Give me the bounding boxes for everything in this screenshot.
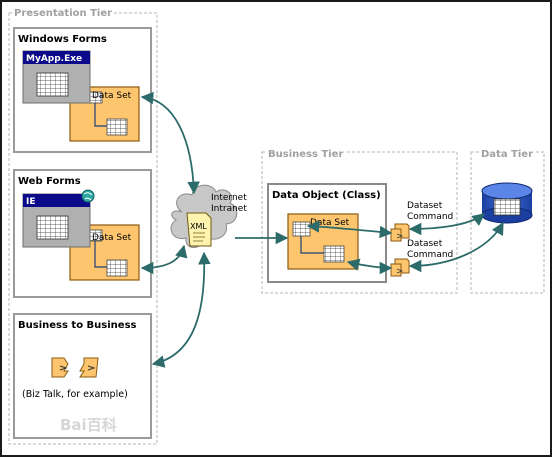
dataset-command-2: Dataset Command — [390, 239, 453, 277]
arrow-dataset-to-command-2 — [346, 258, 393, 275]
myapp-title-bar: MyApp.Exe — [26, 54, 82, 64]
data-object-title: Data Object (Class) — [272, 190, 381, 201]
data-object-box: Data Object (Class) Data Set — [267, 183, 387, 283]
command-2-line2: Command — [407, 250, 453, 260]
arrow-command-2-to-db — [408, 221, 504, 273]
b2b-title: Business to Business — [18, 320, 137, 331]
command-2-line1: Dataset — [407, 239, 443, 249]
database-icon — [481, 182, 533, 224]
arrow-windows-to-cloud — [140, 91, 200, 195]
windows-dataset-label: Data Set — [92, 91, 132, 101]
dataset-command-1: Dataset Command — [390, 201, 453, 242]
windows-forms-title: Windows Forms — [18, 34, 107, 45]
presentation-tier-label: Presentation Tier — [14, 8, 112, 19]
internet-label: Internet — [211, 193, 247, 203]
xml-label: XML — [190, 222, 207, 231]
web-forms-title: Web Forms — [18, 176, 81, 187]
b2b-panel: Business to Business (Biz Talk, for exam… — [13, 313, 152, 439]
intranet-label: Intranet — [211, 204, 247, 214]
connectors — [140, 91, 504, 368]
arrow-b2b-to-cloud — [151, 251, 211, 368]
windows-forms-panel: Windows Forms Data Set MyApp.Exe — [13, 27, 152, 153]
b2b-caption: (Biz Talk, for example) — [22, 389, 128, 400]
globe-icon — [81, 189, 95, 203]
biztalk-icon — [51, 357, 99, 378]
ie-title-bar: IE — [26, 197, 36, 207]
ie-window: IE — [22, 193, 91, 248]
data-tier-label: Data Tier — [481, 149, 533, 160]
myapp-window: MyApp.Exe — [22, 50, 91, 104]
web-dataset: Data Set — [69, 224, 140, 281]
presentation-tier: Presentation Tier — [8, 5, 158, 445]
arrow-dataset-to-command-1 — [306, 220, 393, 239]
xml-document-icon: XML — [186, 212, 212, 247]
command-1-line2: Command — [407, 212, 453, 222]
business-dataset: Data Set — [287, 213, 359, 270]
watermark-text: Bai百科 — [60, 416, 117, 434]
command-1-line1: Dataset — [407, 201, 443, 211]
web-forms-panel: Web Forms Data Set IE — [13, 169, 152, 298]
business-tier-label: Business Tier — [268, 149, 343, 160]
web-dataset-label: Data Set — [92, 233, 132, 243]
